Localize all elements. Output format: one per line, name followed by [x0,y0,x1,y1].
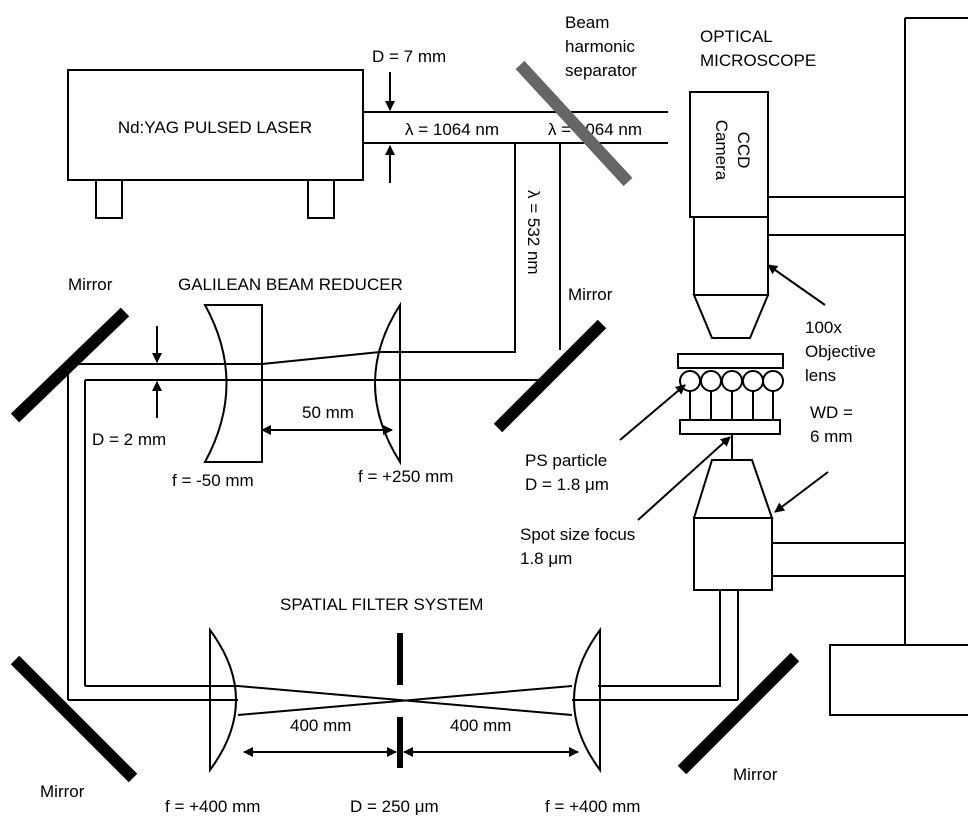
mirror-top-right [493,319,607,433]
ps-particle-label-1: PS particle [525,451,607,470]
wd-label-2: 6 mm [810,427,853,446]
wd-label-1: WD = [810,403,853,422]
spot-label-1: Spot size focus [520,525,635,544]
lower-objective-body [693,517,773,591]
lens-convex-400-right [573,626,601,774]
beam-532-outer [380,143,516,353]
objective-pointer [767,264,826,306]
spatial-cone-l2 [237,685,573,716]
wd-pointer [774,471,829,513]
laser-box [67,69,364,181]
spot-label-2: 1.8 μm [520,549,572,568]
objective-taper [692,294,770,339]
ps-particle-pointer [619,384,686,441]
f-minus50-label: f = -50 mm [172,471,254,490]
objective-body [693,216,769,296]
beam-separator-label-1: Beam [565,13,609,32]
mirror-label-bottom-right: Mirror [733,765,778,784]
beam-separator-label-3: separator [565,61,637,80]
beam-separator-label-2: harmonic [565,37,635,56]
optical-label-2: MICROSCOPE [700,51,816,70]
d-2mm-label: D = 2 mm [92,430,166,449]
mm50-label: 50 mm [302,403,354,422]
mm400-label-left: 400 mm [290,716,351,735]
ps-particle-label-2: D = 1.8 μm [525,475,609,494]
lambda-1064-label-a: λ = 1064 nm [405,120,499,139]
mirror-label-top-left: Mirror [68,275,113,294]
laser-foot-right [307,179,335,219]
bottom-slide [679,419,781,435]
top-slide [677,353,784,369]
f-400-label-left: f = +400 mm [165,797,260,816]
lens-convex-400-left [209,626,237,774]
galilean-label: GALILEAN BEAM REDUCER [178,275,403,294]
objective-label-1: 100x [805,318,842,337]
f-400-label-right: f = +400 mm [545,797,640,816]
ps-particles [679,370,784,392]
mm400-label-right: 400 mm [450,716,511,735]
lambda-1064-label-b: λ = 1064 nm [548,120,642,139]
lower-objective-taper [692,459,774,519]
lambda-532-label: λ = 532 nm [524,190,543,275]
beam-to-objective-inner [598,590,721,687]
frame-base [829,644,968,716]
mirror-label-bottom-left: Mirror [40,782,85,801]
spot-pointer [637,436,731,521]
lens-convex-250 [374,301,401,466]
spatial-filter-label: SPATIAL FILTER SYSTEM [280,595,483,614]
ccd-label-1: CCD [734,132,753,169]
mirror-bottom-right [677,652,800,775]
particle-stems [689,391,774,420]
ccd-label-2: Camera [712,120,731,181]
objective-label-2: Objective [805,342,876,361]
f-250-label: f = +250 mm [358,467,453,486]
d-7mm-label: D = 7 mm [372,47,446,66]
d-250-label: D = 250 μm [350,797,439,816]
laser-label: Nd:YAG PULSED LASER [118,118,312,137]
mirror-label-top-right: Mirror [568,285,613,304]
optical-label-1: OPTICAL [700,27,773,46]
objective-label-3: lens [805,366,836,385]
lens-concave [203,304,263,463]
reducer-cone-top [261,351,381,365]
beam-harmonic-separator [515,60,633,187]
laser-foot-left [95,179,123,219]
mirror-bottom-left [10,655,138,783]
